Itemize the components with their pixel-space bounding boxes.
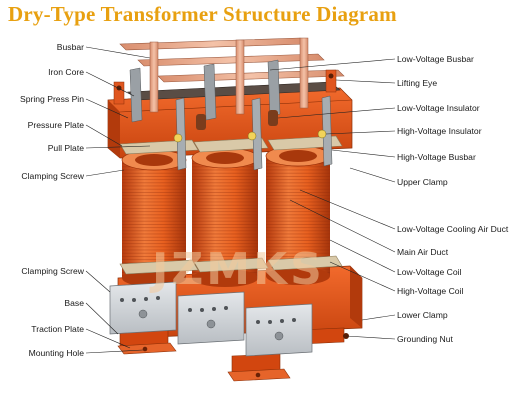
label-low-voltage-cooling-air-duct: Low-Voltage Cooling Air Duct [397, 224, 509, 234]
coil-right [265, 145, 331, 285]
label-spring-press-pin: Spring Press Pin [20, 94, 84, 104]
label-lifting-eye: Lifting Eye [397, 78, 437, 88]
label-upper-clamp: Upper Clamp [397, 177, 448, 187]
label-busbar: Busbar [57, 42, 84, 52]
diagram-title: Dry-Type Transformer Structure Diagram [8, 2, 397, 26]
base [117, 327, 345, 382]
labels-right: Low-Voltage Busbar Lifting Eye Low-Volta… [397, 54, 509, 344]
label-low-voltage-busbar: Low-Voltage Busbar [397, 54, 474, 64]
label-traction-plate: Traction Plate [31, 324, 84, 334]
label-high-voltage-insulator: High-Voltage Insulator [397, 126, 482, 136]
label-grounding-nut: Grounding Nut [397, 334, 454, 344]
coil-middle [191, 147, 259, 287]
label-clamping-screw-bottom: Clamping Screw [21, 266, 84, 276]
terminal-box-right [245, 303, 313, 357]
label-lower-clamp: Lower Clamp [397, 310, 448, 320]
high-voltage-insulator [173, 129, 327, 143]
label-low-voltage-insulator: Low-Voltage Insulator [397, 103, 480, 113]
low-voltage-busbar [129, 59, 281, 123]
watermark: JZMKS [149, 244, 325, 295]
mounting-hole [142, 346, 148, 352]
label-iron-core: Iron Core [48, 67, 84, 77]
label-base: Base [64, 298, 84, 308]
label-high-voltage-coil: High-Voltage Coil [397, 286, 463, 296]
terminal-box-left [109, 281, 177, 335]
labels-left: Busbar Iron Core Spring Press Pin Pressu… [20, 42, 85, 358]
coil-left [121, 149, 187, 287]
label-main-air-duct: Main Air Duct [397, 247, 449, 257]
leader-lines-left [85, 46, 151, 354]
label-pull-plate: Pull Plate [48, 143, 85, 153]
label-clamping-screw-top: Clamping Screw [21, 171, 84, 181]
label-mounting-hole: Mounting Hole [29, 348, 85, 358]
leader-lines-right [269, 58, 396, 340]
label-pressure-plate: Pressure Plate [28, 120, 85, 130]
label-low-voltage-coil: Low-Voltage Coil [397, 267, 462, 277]
label-high-voltage-busbar: High-Voltage Busbar [397, 152, 476, 162]
low-voltage-insulator [196, 110, 278, 130]
terminal-box-middle [177, 291, 245, 345]
lifting-eye [113, 69, 337, 105]
